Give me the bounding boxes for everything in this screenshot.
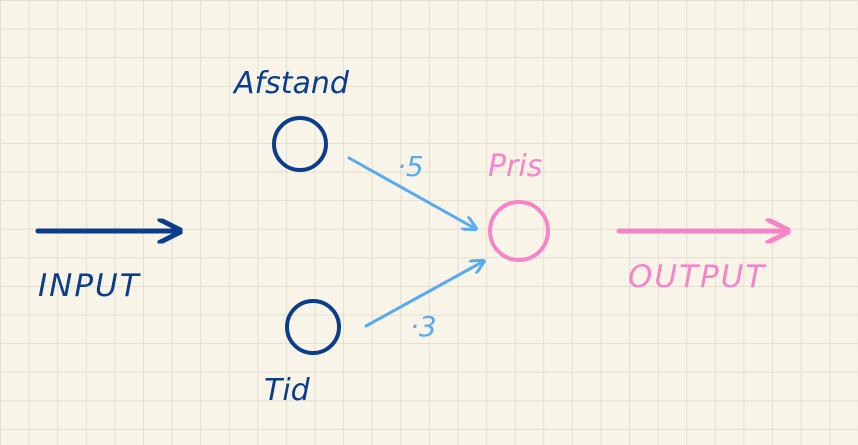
pris-label: Pris	[488, 149, 542, 184]
tid-label: Tid	[264, 373, 311, 408]
afstand-label: Afstand	[232, 66, 350, 101]
output-label: OUTPUT	[628, 259, 766, 295]
tid-node	[285, 299, 341, 355]
connection-afstand-pris	[347, 156, 476, 229]
pris-node	[488, 200, 550, 262]
afstand-node	[272, 116, 328, 172]
weight-label-tid: ·3	[410, 310, 437, 343]
weight-label-afstand: ·5	[397, 150, 424, 183]
connection-tid-pris	[364, 261, 484, 328]
input-label: INPUT	[38, 268, 141, 304]
